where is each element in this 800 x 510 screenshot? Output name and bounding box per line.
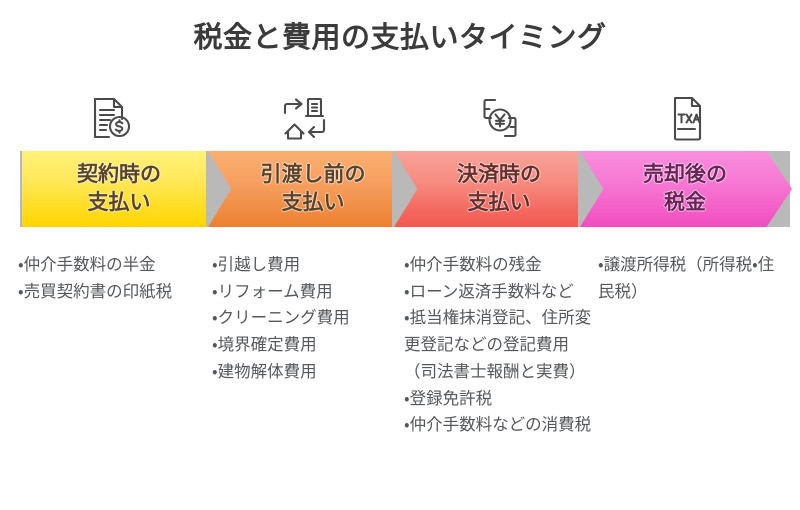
money-transfer-yen-icon	[474, 93, 526, 143]
stage-banner-label-4: 売却後の 税金	[643, 163, 727, 214]
stage-banner-label-1: 契約時の 支払い	[77, 163, 161, 214]
stage-banner-1[interactable]: 契約時の 支払い	[22, 151, 234, 227]
stage-details-4: ・譲渡所得税（所得税・住民税）	[598, 256, 775, 301]
stage-icon-row	[0, 92, 800, 144]
stage-banner-4[interactable]: 売却後の 税金	[580, 151, 792, 227]
stage-banner-row: 契約時の 支払い 引渡し前の 支払い 決済時の 支払い 売却後の 税金	[0, 151, 800, 227]
tax-document-icon	[665, 93, 709, 143]
stage-banner-label-3: 決済時の 支払い	[457, 163, 541, 214]
stage-details-row: ・仲介手数料の半金 ・売買契約書の印紙税 ・引越し費用 ・リフォーム費用 ・クリ…	[0, 252, 800, 502]
stage-banner-2[interactable]: 引渡し前の 支払い	[208, 151, 420, 227]
page-title: 税金と費用の支払いタイミング	[193, 22, 607, 54]
stage-icon-cell-3	[405, 92, 595, 144]
stage-details-1: ・仲介手数料の半金 ・売買契約書の印紙税	[18, 256, 173, 301]
stage-details-3: ・仲介手数料の残金 ・ローン返済手数料など ・抵当権抹消登記、住所変更登記などの…	[404, 256, 592, 435]
document-dollar-icon	[85, 93, 135, 143]
stage-icon-cell-2	[210, 92, 400, 144]
stage-icon-cell-1	[15, 92, 205, 144]
stage-banner-label-2: 引渡し前の 支払い	[260, 163, 366, 214]
house-move-icon	[279, 93, 331, 143]
stage-banner-3[interactable]: 決済時の 支払い	[394, 151, 606, 227]
stage-details-2: ・引越し費用 ・リフォーム費用 ・クリーニング費用 ・境界確定費用 ・建物解体費…	[212, 256, 350, 381]
stage-icon-cell-4	[592, 92, 782, 144]
